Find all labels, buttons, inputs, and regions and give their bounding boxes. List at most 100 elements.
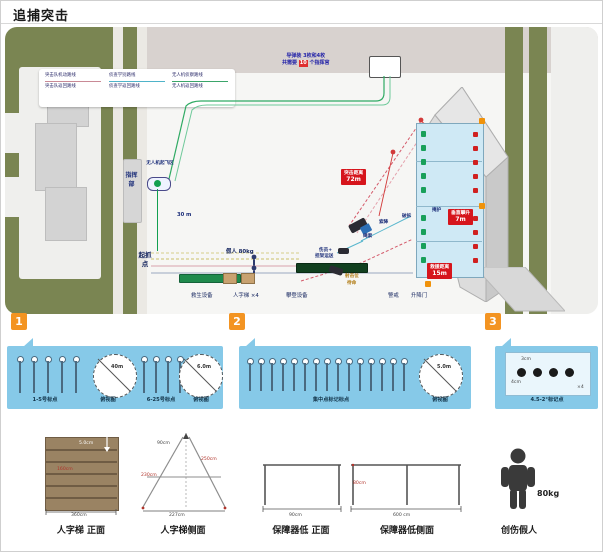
panel-1-tail	[23, 338, 33, 347]
red-marker-7	[473, 230, 478, 235]
pin-stem	[293, 363, 295, 391]
badge-2[interactable]: 2	[229, 313, 245, 330]
map-bottom-label-3: 警戒	[388, 293, 399, 299]
pin-stem	[337, 363, 339, 391]
fig-3-caption: 保障器低 正面	[272, 526, 330, 536]
pin-stem	[47, 361, 49, 393]
operation-zone[interactable]	[416, 123, 484, 278]
legend-column-2: 无人机侦察路线 无人机返回路线	[172, 73, 232, 90]
map-small-label-5: 掩护	[432, 208, 442, 213]
fig-1-caption: 人字梯 正面	[56, 526, 106, 536]
panel-3-dim-top: 3cm	[521, 357, 531, 362]
green-marker-3	[421, 159, 426, 165]
trauma-dummy-icon	[501, 448, 535, 509]
top-view-diagonal-3	[423, 358, 457, 392]
pin-stem	[359, 363, 361, 391]
drone-path-vertical	[157, 189, 158, 251]
callout-assault-distance: 突击距离 72m	[341, 169, 367, 185]
marker-dot-4	[565, 368, 574, 377]
callout-2-line2: 15m	[432, 270, 447, 277]
map-bottom-label-4: 升降门	[411, 293, 428, 299]
pin-stem	[19, 361, 21, 393]
circle-3-value: 5.0m	[437, 364, 452, 370]
legend-swatch-0	[45, 80, 101, 83]
dummy-figure-icon	[251, 254, 257, 275]
panel-3-dim-left: 4cm	[511, 380, 521, 385]
panel-3-label: 4.5-2°标记点	[530, 397, 564, 403]
map-small-label-4: 破拆	[402, 214, 412, 219]
red-marker-9	[473, 258, 478, 263]
map-white-box[interactable]	[369, 56, 401, 78]
orange-marker-3	[425, 281, 431, 287]
fig-2-caption: 人字梯侧面	[160, 526, 206, 536]
mission-note-count: 10	[298, 60, 308, 67]
panel-3-corner-count: ×4	[577, 385, 584, 390]
legend-label-1-bottom: 侦查学返回路线	[109, 84, 140, 90]
circle-1-value: 40m	[111, 364, 124, 370]
pin-stem	[33, 361, 35, 393]
panel-1-circle-0-label: 俯视图	[100, 397, 116, 403]
fig-4-dim-1: 80cm	[353, 481, 366, 486]
map-small-label-7: 待命	[347, 281, 357, 286]
zone-divider-3	[416, 241, 482, 242]
red-marker-5	[473, 188, 478, 193]
pin-stem	[271, 363, 273, 391]
callout-1-line2: 7m	[455, 216, 466, 223]
pin-stem	[155, 361, 157, 393]
pin-stem	[304, 363, 306, 391]
red-marker-8	[473, 244, 478, 249]
ladder-rung	[45, 461, 117, 463]
fig-4-dim-0: 600 cm	[393, 513, 411, 518]
legend-swatch-2	[172, 80, 228, 83]
mission-note: 导弹装 3枚和4枚 共需要 10 个指挥官	[282, 53, 330, 67]
callout-2-line1: 救援距离	[430, 265, 450, 270]
title-divider	[1, 23, 602, 24]
map-small-label-2: 绳索	[363, 234, 373, 239]
red-marker-3	[473, 160, 478, 165]
legend-label-0-top: 突击队机动路线	[45, 73, 76, 78]
panel-1-group-0-label: 1-5号标点	[32, 397, 58, 403]
mission-note-line2-pre: 共需要	[282, 60, 298, 66]
pin-stem	[282, 363, 284, 391]
legend-swatch-1	[109, 80, 165, 83]
command-post-label: 指挥部	[125, 172, 138, 188]
pin-stem	[75, 361, 77, 393]
fig-1-dim-1: 160cm	[57, 467, 73, 472]
badge-1[interactable]: 1	[11, 313, 27, 330]
green-marker-1	[421, 131, 426, 137]
panel-2[interactable]: 5.0m	[239, 346, 471, 409]
fig-5-caption: 创伤假人	[500, 526, 537, 536]
panel-2-tail	[245, 338, 255, 347]
top-view-diagonal-1	[97, 358, 131, 392]
fig-1-dim-2: 360cm	[71, 513, 87, 518]
map-small-label-6: 射击位	[345, 274, 359, 279]
green-marker-4	[421, 173, 426, 179]
map-legend[interactable]: 突击队机动路线 突击队返回路线 侦查学别路线 侦查学返回路线 无人机侦察路线 无…	[39, 69, 235, 107]
fig-2-dim-3: 227cm	[169, 513, 185, 518]
drone-marker-icon	[154, 180, 161, 187]
callout-rescue-distance: 救援距离 15m	[427, 263, 453, 279]
fig-2-dim-1: 250cm	[201, 457, 217, 462]
legend-label-0-bottom: 突击队返回路线	[45, 84, 76, 90]
marker-dot-3	[549, 368, 558, 377]
map-small-label-1: 担架运送	[315, 254, 334, 259]
red-marker-2	[473, 146, 478, 151]
mission-note-line2-post: 个指挥官	[309, 60, 330, 66]
top-view-diagonal-2	[183, 358, 217, 392]
panel-3[interactable]: 3cm 4cm ×4	[495, 346, 598, 409]
building-c	[45, 187, 87, 241]
badge-3[interactable]: 3	[485, 313, 501, 330]
command-post-plate	[123, 159, 142, 223]
fig-1-dim-line	[45, 509, 117, 515]
equipment-figures: 5.0cm 160cm 360cm 人字梯 正面 90cm 250cm 230c…	[1, 421, 602, 551]
wall-structure-lower	[475, 267, 565, 312]
map-small-label-3: 索降	[379, 220, 389, 225]
page-title: 追捕突击	[13, 9, 70, 24]
legend-column-0: 突击队机动路线 突击队返回路线	[45, 73, 105, 90]
distance-30m-label: 30 m	[177, 212, 192, 218]
callout-0-line1: 突击距离	[344, 171, 364, 176]
compound-notch-1	[5, 113, 27, 153]
panel-1[interactable]: 40m	[7, 346, 223, 409]
fig-1-dim-0: 5.0cm	[79, 441, 94, 446]
compound-notch-2	[5, 177, 27, 217]
